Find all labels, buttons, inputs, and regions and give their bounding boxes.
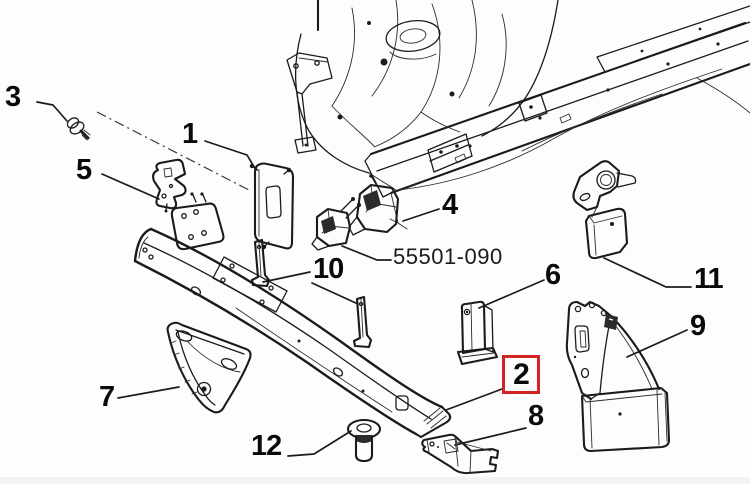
part-8-bracket-drawing bbox=[421, 433, 500, 475]
part-number-label[interactable]: 55501-090 bbox=[393, 244, 503, 269]
callout-5[interactable]: 5 bbox=[76, 154, 92, 186]
page-edge-strip bbox=[0, 477, 750, 484]
part-2-beam-drawing bbox=[133, 192, 452, 439]
callout-8[interactable]: 8 bbox=[528, 400, 544, 432]
callout-7[interactable]: 7 bbox=[99, 381, 115, 413]
part-11-bracket-drawing bbox=[572, 160, 637, 260]
part-9-bracket-drawing bbox=[565, 300, 671, 453]
part-1-plate-drawing bbox=[249, 162, 295, 250]
callout-6[interactable]: 6 bbox=[545, 259, 561, 291]
selected-callout-box: 2 bbox=[502, 355, 540, 394]
part-10-brackets-drawing bbox=[250, 238, 373, 349]
callout-4[interactable]: 4 bbox=[442, 189, 458, 221]
callout-9[interactable]: 9 bbox=[690, 310, 706, 342]
callout-10[interactable]: 10 bbox=[313, 253, 344, 285]
leader-lines bbox=[36, 101, 692, 457]
part-5-bracket-drawing bbox=[152, 158, 187, 213]
part-6-bracket-drawing bbox=[456, 300, 499, 366]
callout-3[interactable]: 3 bbox=[5, 81, 21, 113]
part-3-bolt-drawing bbox=[66, 117, 91, 141]
callout-12[interactable]: 12 bbox=[251, 430, 282, 462]
frame-assembly-drawing bbox=[286, 0, 750, 230]
part-7-bracket-drawing bbox=[166, 321, 252, 414]
callout-2[interactable]: 2 bbox=[513, 357, 530, 391]
part-4-mount-drawing bbox=[348, 174, 400, 236]
callout-11[interactable]: 11 bbox=[694, 263, 724, 295]
assembly-axis-line bbox=[96, 111, 250, 191]
part-55501-090-mount-drawing bbox=[311, 197, 361, 251]
callout-1[interactable]: 1 bbox=[182, 118, 198, 150]
part-12-fastener-drawing bbox=[346, 418, 382, 463]
